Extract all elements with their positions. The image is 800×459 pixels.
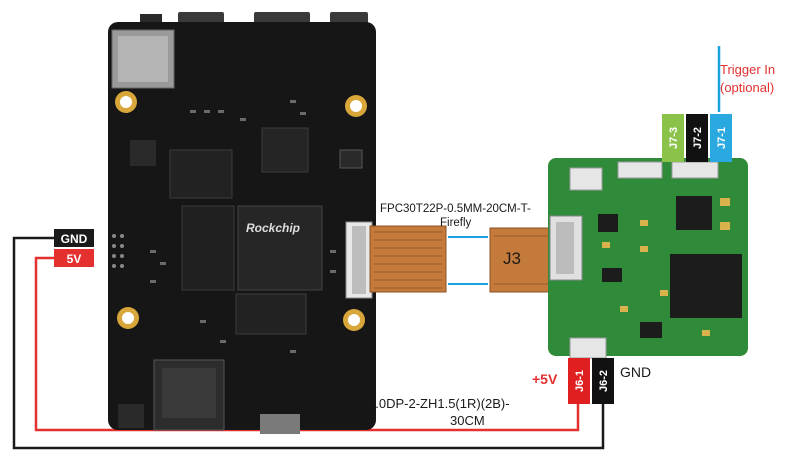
rockchip-logo-text: Rockchip [246,221,300,235]
fpc-blue-lines [448,236,488,285]
fpc-cable-j3: J3 [489,227,553,293]
j7-1-label: J7-1 [716,127,728,149]
j6-2-label: J6-2 [598,370,610,392]
j6-1-label: J6-1 [574,370,586,392]
j7-3-label: J7-3 [668,127,680,149]
gnd-label: GND [61,232,88,246]
j7-2-label: J7-2 [692,127,704,149]
gnd-right-label: GND [620,364,651,380]
5v-label: 5V [67,252,82,266]
gnd-wire [12,236,605,450]
j7-3-tag: J7-3 [662,114,684,162]
plus-5v-label: +5V [532,371,558,387]
zh-cable-label-line1: 2.0DP-2-ZH1.5(1R)(2B)- [368,396,510,411]
main-board: Rockchip [108,12,376,434]
zh-cable-label-line2: 30CM [450,413,485,428]
fpc-cable-label-line2: Firefly [440,217,472,229]
j6-2-tag: J6-2 [592,358,614,404]
trigger-optional-label: (optional) [720,80,774,95]
5v-label-box: 5V [54,249,94,267]
j7-1-tag: J7-1 [710,114,732,162]
fpc-cable-label-line1: FPC30T22P-0.5MM-20CM-T- [380,203,531,215]
trigger-in-label: Trigger In [720,62,775,77]
j6-1-tag: J6-1 [568,358,590,404]
gnd-label-box: GND [54,229,94,247]
camera-board [548,158,748,359]
j7-2-tag: J7-2 [686,114,708,162]
j3-label: J3 [503,249,521,268]
fpc-cable-left [369,225,447,293]
